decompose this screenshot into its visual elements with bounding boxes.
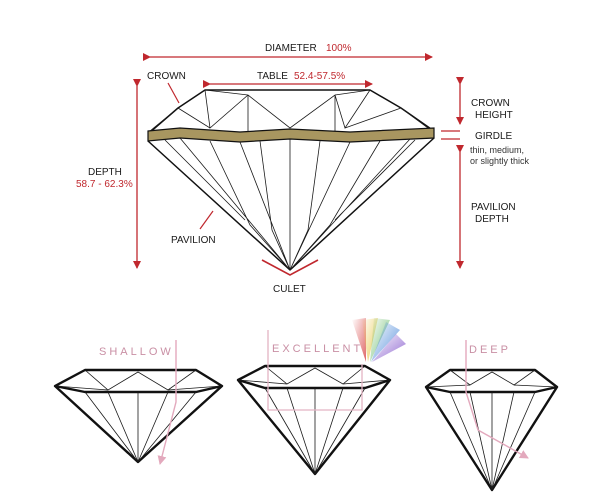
- depth-label: DEPTH: [88, 167, 122, 178]
- culet-label: CULET: [273, 284, 306, 295]
- pavilion-depth-label-line2: DEPTH: [475, 214, 509, 225]
- diameter-label: DIAMETER: [265, 43, 317, 54]
- excellent-cut-label: EXCELLENT: [272, 343, 363, 355]
- pavilion-depth-label-line1: PAVILION: [471, 202, 516, 213]
- pavilion-label: PAVILION: [171, 235, 216, 246]
- culet-bracket: [261, 259, 319, 276]
- diameter-value: 100%: [326, 43, 352, 54]
- crown-height-label-line1: CROWN: [471, 98, 510, 109]
- main-diamond: [147, 89, 435, 276]
- excellent-light-path: [267, 330, 363, 411]
- shallow-cut-label: SHALLOW: [99, 346, 174, 358]
- deep-cut-diagram: DEEP: [424, 340, 559, 492]
- deep-cut-label: DEEP: [469, 344, 511, 356]
- crown-pointer: [167, 82, 180, 104]
- dimension-arrows: [133, 53, 464, 269]
- shallow-light-path: [157, 340, 177, 465]
- girdle-label: GIRDLE: [475, 131, 513, 142]
- depth-value: 58.7 - 62.3%: [76, 179, 133, 190]
- deep-light-path: [465, 340, 529, 459]
- pavilion-pointer: [199, 210, 214, 230]
- table-label: TABLE: [257, 71, 288, 82]
- main-labels: DIAMETER 100% CROWN TABLE 52.4-57.5% CRO…: [76, 43, 530, 295]
- shallow-cut-diagram: SHALLOW: [53, 340, 224, 465]
- crown-height-label-line2: HEIGHT: [475, 110, 513, 121]
- rainbow-dispersion: [352, 318, 406, 362]
- excellent-cut-diagram: EXCELLENT: [236, 318, 406, 476]
- crown-label: CROWN: [147, 71, 186, 82]
- girdle-note-line2: or slightly thick: [470, 156, 530, 166]
- girdle-band: [147, 127, 435, 143]
- table-value: 52.4-57.5%: [294, 71, 345, 82]
- girdle-note-line1: thin, medium,: [470, 145, 524, 155]
